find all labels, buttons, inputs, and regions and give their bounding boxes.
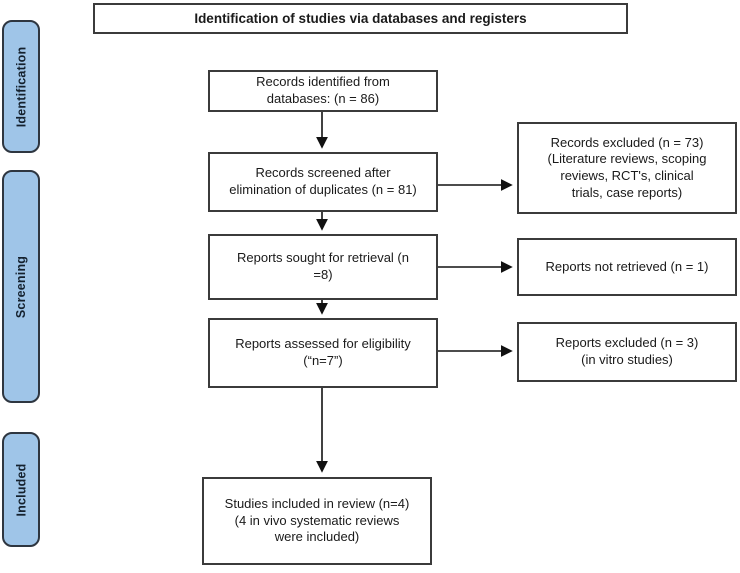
stage-included-label: Included [14, 463, 28, 516]
stage-identification: Identification [2, 20, 40, 153]
stage-screening-label: Screening [14, 255, 28, 318]
stage-included: Included [2, 432, 40, 547]
box-reports-sought: Reports sought for retrieval (n =8) [208, 234, 438, 300]
box-records-screened: Records screened after elimination of du… [208, 152, 438, 212]
box-records-excluded: Records excluded (n = 73) (Literature re… [517, 122, 737, 214]
box-reports-not-retrieved: Reports not retrieved (n = 1) [517, 238, 737, 296]
box-reports-assessed: Reports assessed for eligibility (“n=7”) [208, 318, 438, 388]
box-reports-excluded: Reports excluded (n = 3) (in vitro studi… [517, 322, 737, 382]
stage-screening: Screening [2, 170, 40, 403]
diagram-title: Identification of studies via databases … [93, 3, 628, 34]
stage-identification-label: Identification [14, 46, 29, 127]
box-studies-included: Studies included in review (n=4) (4 in v… [202, 477, 432, 565]
box-records-identified: Records identified from databases: (n = … [208, 70, 438, 112]
